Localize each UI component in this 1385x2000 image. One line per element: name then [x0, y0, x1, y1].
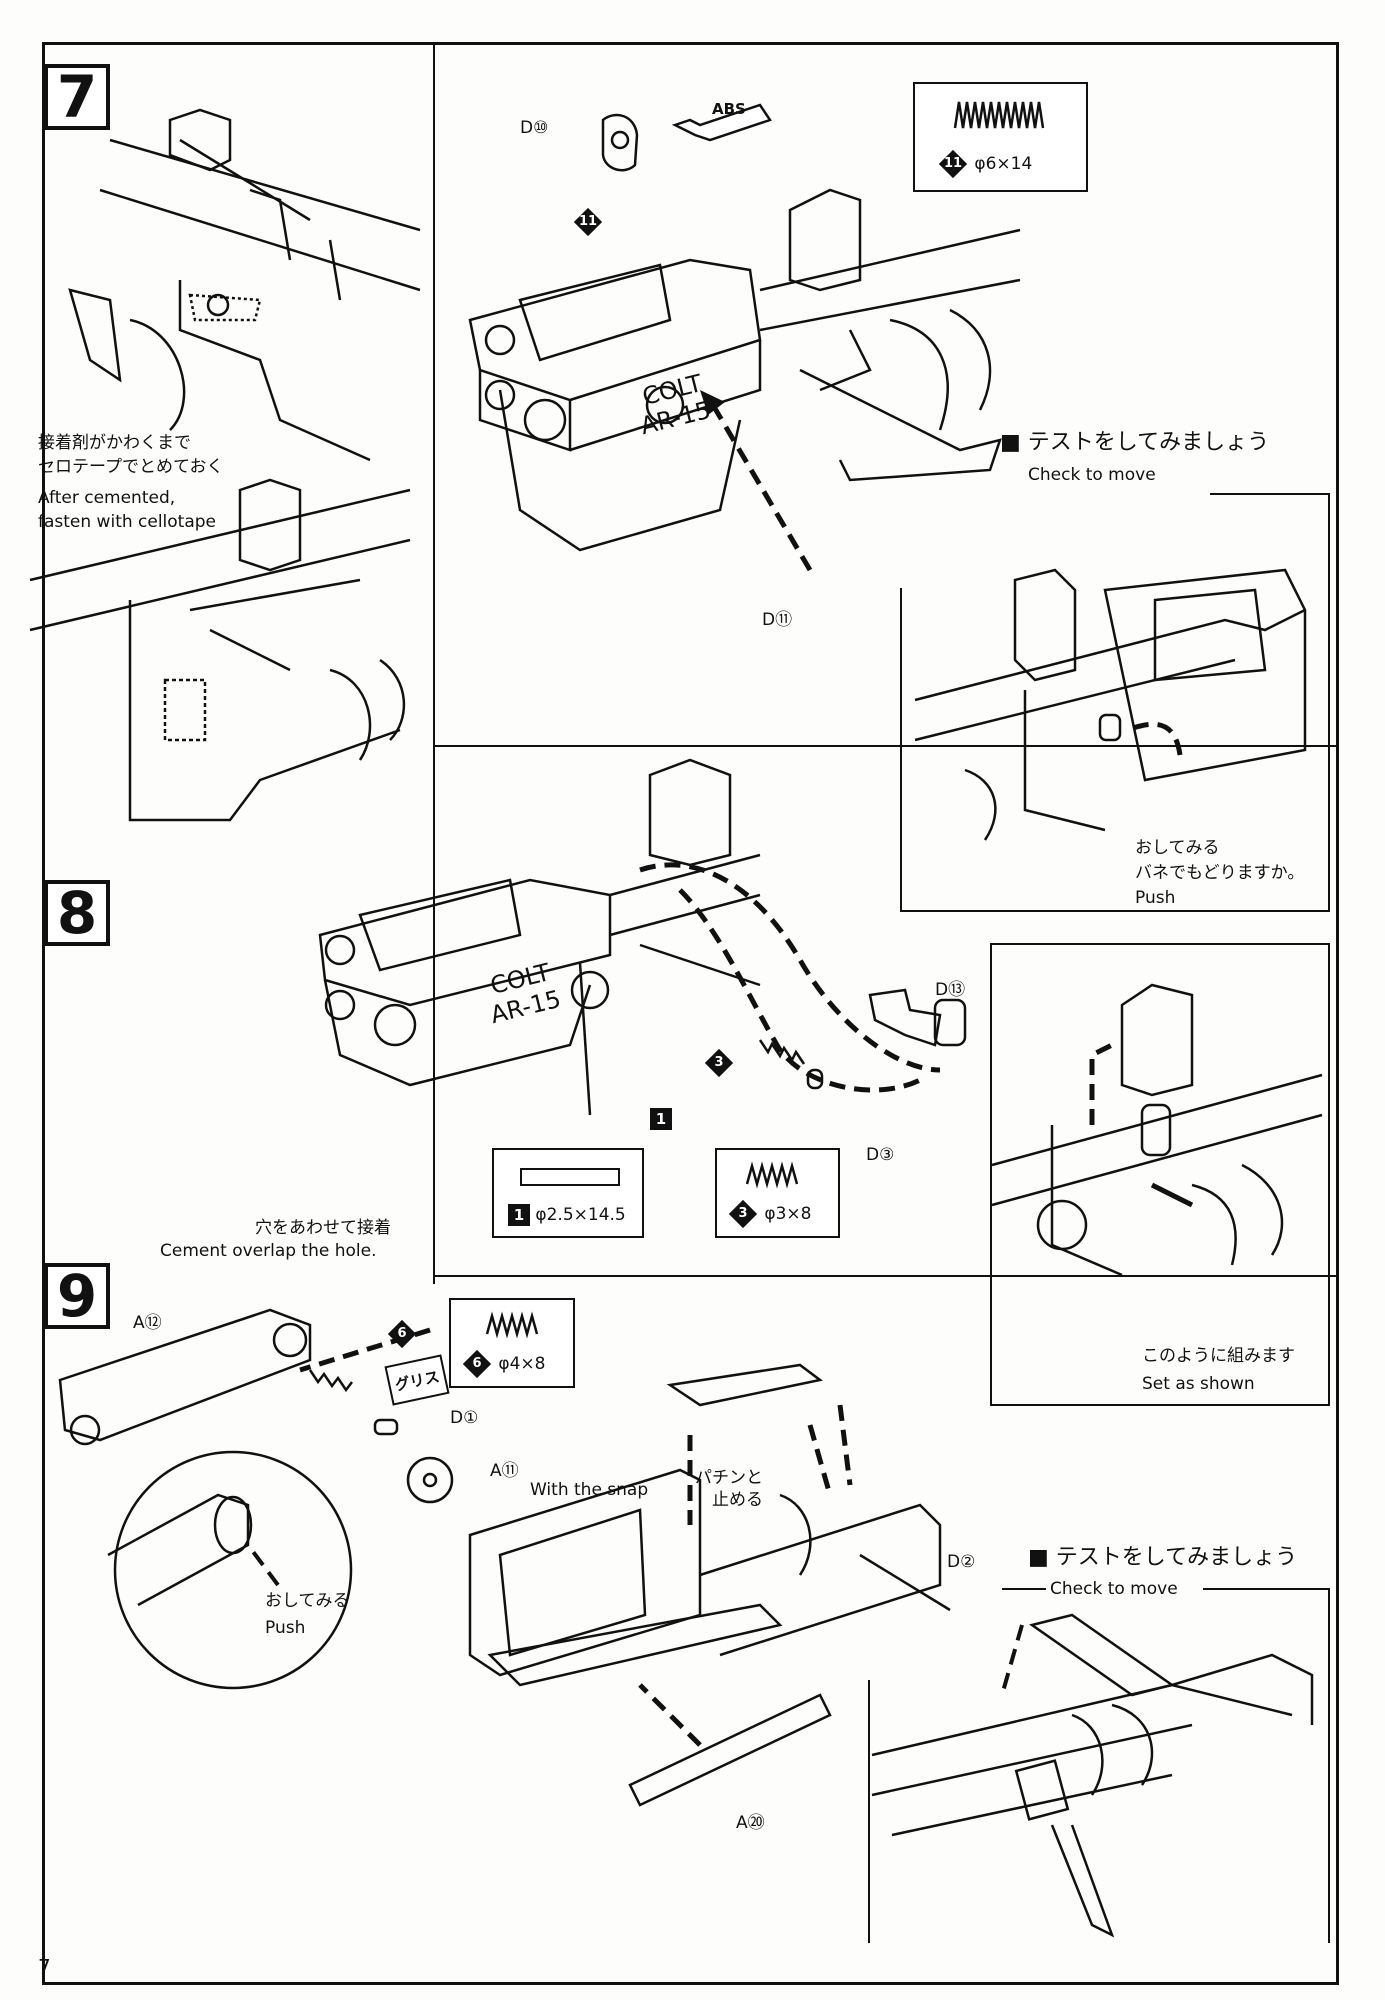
part-label-d3: D③ — [866, 1145, 895, 1165]
test-box-top-rule — [1210, 493, 1330, 495]
spring-3-marker: 3 — [704, 1048, 734, 1078]
step9-note-jp: 穴をあわせて接着 — [255, 1218, 391, 1238]
step9-snap-jp-2: 止める — [712, 1490, 763, 1510]
step9-snap-jp-1: パチンと — [695, 1468, 763, 1488]
step7-lower-receiver-closeup-2 — [29, 478, 411, 822]
step-7-badge: 7 — [44, 64, 110, 130]
spring-11-spec-row: 11 φ6×14 — [937, 149, 1033, 179]
spring-6-spec-row: 6 φ4×8 — [461, 1349, 546, 1379]
part-d13-disconnector — [868, 988, 967, 1047]
spring-6-spec: φ4×8 — [498, 1354, 546, 1374]
part-label-d2: D② — [947, 1552, 976, 1572]
part-label-d1: D① — [450, 1408, 479, 1428]
step9-test-title-en: Check to move — [1050, 1579, 1178, 1599]
part-label-a20: A⑳ — [736, 1813, 765, 1833]
step8-assembled-box: このように組みます Set as shown — [990, 943, 1330, 1406]
step9-push-jp: おしてみる — [265, 1591, 350, 1611]
spring-3-spec-row: 3 φ3×8 — [727, 1199, 812, 1229]
step-8-badge: 8 — [44, 880, 110, 946]
step-9-badge: 9 — [44, 1263, 110, 1329]
step7-note-en-1: After cemented, — [38, 488, 176, 508]
step7-test-note-jp-1: おしてみる — [1135, 838, 1220, 858]
step9-note-en: Cement overlap the hole. — [160, 1241, 377, 1261]
glue-label: ABS — [712, 100, 746, 118]
spring-6-icon — [485, 1311, 539, 1339]
divider-vertical — [433, 44, 435, 1284]
test-box-left-rule — [900, 588, 902, 911]
part-d10-button — [601, 113, 639, 172]
spring-3-part — [758, 1039, 824, 1090]
spring-11-spec-box: 11 φ6×14 — [913, 82, 1088, 192]
step7-lower-receiver-main — [468, 188, 1021, 552]
pin-1-spec: φ2.5×14.5 — [535, 1205, 626, 1225]
part-a12-lever — [58, 1308, 312, 1446]
step9-push-en: Push — [265, 1618, 306, 1638]
step7-test-note-jp-2: バネでもどりますか。 — [1135, 863, 1305, 883]
test2-rule-vert-right — [1328, 1588, 1330, 1943]
step8-lower-receiver — [318, 758, 761, 1116]
test2-rule-left — [1002, 1588, 1046, 1590]
step7-note-jp-2: セロテープでとめておく — [38, 457, 224, 477]
spring-3-icon — [745, 1161, 799, 1189]
step7-lower-receiver-closeup-1 — [68, 108, 421, 462]
spring-6-spec-box: 6 φ4×8 — [449, 1298, 575, 1388]
assembly-arrow-d11 — [700, 390, 813, 572]
page-frame — [42, 42, 1339, 1985]
spring-3-spec-box: 3 φ3×8 — [715, 1148, 840, 1238]
step7-test-title-en: Check to move — [1028, 465, 1156, 485]
test2-rule-vert-left — [868, 1680, 870, 1943]
step8-assembled-illustration — [991, 983, 1323, 1277]
part-label-a11: A⑪ — [490, 1461, 519, 1481]
divider-mid-right — [433, 1275, 1337, 1277]
grease-tag-label: グリス — [393, 1367, 441, 1394]
step8-assembled-jp: このように組みます — [1142, 1346, 1295, 1366]
test2-rule-right — [1203, 1588, 1328, 1590]
divider-top-right — [433, 745, 1337, 747]
part-label-d13: D⑬ — [935, 980, 966, 1000]
step8-assembled-en: Set as shown — [1142, 1374, 1255, 1394]
step9-receiver-assembly — [468, 1363, 951, 1807]
pin-1-icon — [520, 1168, 620, 1186]
step9-detail-circle — [107, 1450, 353, 1690]
step7-note-jp-1: 接着剤がかわくまで — [38, 433, 191, 453]
pin-1-spec-box: 1 φ2.5×14.5 — [492, 1148, 644, 1238]
step7-test-illustration — [914, 568, 1307, 841]
step7-note-en-2: fasten with cellotape — [38, 512, 217, 532]
step8-assembly-path — [639, 862, 941, 1093]
step7-test-title: ■ テストをしてみましょう — [1000, 430, 1270, 455]
spring-3-spec: φ3×8 — [764, 1204, 812, 1224]
page-number: 7 — [38, 1955, 51, 1979]
part-label-a12: A⑫ — [133, 1313, 162, 1333]
part-label-d10: D⑩ — [520, 118, 549, 138]
step7-test-note-en: Push — [1135, 888, 1176, 908]
pin-1-marker: 1 — [650, 1108, 672, 1130]
step9-spring-assembly — [299, 1327, 454, 1504]
step9-test-title: ■ テストをしてみましょう — [1028, 1545, 1298, 1570]
spring-11-icon — [953, 101, 1045, 129]
test-box-right-rule — [1328, 493, 1330, 911]
step9-test-illustration — [871, 1613, 1314, 1938]
spring-6-marker: 6 — [387, 1319, 417, 1349]
glue-tube-icon — [671, 103, 772, 142]
pin-1-spec-row: 1 φ2.5×14.5 — [508, 1204, 626, 1226]
spring-11-spec: φ6×14 — [974, 154, 1033, 174]
test-box-bottom-rule — [900, 910, 1330, 912]
part-label-d11: D⑪ — [762, 610, 793, 630]
step9-snap-en: With the snap — [530, 1480, 649, 1500]
